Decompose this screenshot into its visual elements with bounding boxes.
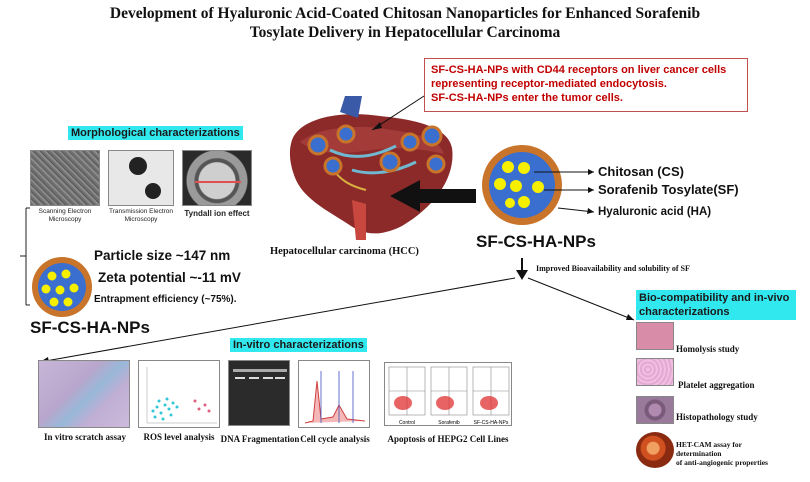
- sem-caption: Scanning Electron Microscopy: [38, 208, 92, 223]
- hcc-label: Hepatocellular carcinoma (HCC): [270, 246, 419, 257]
- tyndall-caption: Tyndall ion effect: [184, 209, 250, 218]
- apoptosis-caption: Apoptosis of HEPG2 Cell Lines: [387, 434, 509, 444]
- invivo-heading: Bio-compatibility and in-vivo characteri…: [636, 290, 796, 320]
- het-cam-image: [636, 432, 674, 468]
- tem-image: [108, 150, 174, 206]
- histopathology-caption: Histopathology study: [676, 412, 758, 422]
- particle-size-text: Particle size ~147 nm: [94, 248, 231, 263]
- het-cam-caption: HET-CAM assay for determination of anti-…: [676, 440, 768, 467]
- big-left-arrow: [390, 180, 476, 212]
- apoptosis-label-sorafenib: Sorafenib: [438, 420, 460, 426]
- entrapment-text: Entrapment efficiency (~75%).: [94, 294, 237, 305]
- ros-plot-image: [138, 360, 220, 428]
- apoptosis-plots-image: Control Sorafenib SF-CS-HA-NPs: [384, 362, 512, 426]
- center-nanoparticle: [482, 145, 562, 225]
- tyndall-image: [182, 150, 252, 206]
- dna-caption: DNA Fragmentation: [220, 434, 300, 444]
- endocytosis-note-line1: SF-CS-HA-NPs with CD44 receptors on live…: [431, 64, 727, 76]
- sem-image: [30, 150, 100, 206]
- endocytosis-note-line2: representing receptor-mediated endocytos…: [431, 78, 667, 90]
- apoptosis-label-control: Control: [399, 420, 415, 426]
- endocytosis-note-line3: SF-CS-HA-NPs enter the tumor cells.: [431, 92, 623, 104]
- chitosan-label: Chitosan (CS): [598, 164, 684, 179]
- platelet-image: [636, 358, 674, 386]
- zeta-potential-text: Zeta potential ~-11 mV: [98, 270, 241, 285]
- ros-caption: ROS level analysis: [143, 432, 215, 442]
- platelet-caption: Platelet aggregation: [678, 380, 755, 390]
- het-cam-caption-line3: of anti-angiogenic properties: [676, 458, 768, 467]
- invivo-heading-line1: Bio-compatibility and in-vivo: [639, 292, 790, 304]
- invitro-heading: In-vitro characterizations: [230, 338, 367, 352]
- hemolysis-caption: Homolysis study: [676, 344, 740, 354]
- scratch-assay-caption: In vitro scratch assay: [43, 432, 127, 442]
- liver-illustration: [289, 96, 453, 240]
- left-np-label: SF-CS-HA-NPs: [30, 318, 150, 337]
- endocytosis-note-box: SF-CS-HA-NPs with CD44 receptors on live…: [424, 58, 748, 112]
- sorafenib-label: Sorafenib Tosylate(SF): [598, 182, 739, 197]
- invivo-heading-line2: characterizations: [639, 306, 730, 318]
- bioavailability-label: Improved Bioavailability and solubility …: [536, 264, 690, 273]
- cell-cycle-image: [298, 360, 370, 428]
- center-np-label: SF-CS-HA-NPs: [476, 232, 596, 251]
- ha-label: Hyaluronic acid (HA): [598, 206, 712, 218]
- het-cam-caption-line1: HET-CAM assay for: [676, 440, 742, 449]
- hemolysis-image: [636, 322, 674, 350]
- page-title-line2: Tosylate Delivery in Hepatocellular Carc…: [249, 24, 561, 41]
- dna-gel-image: [228, 360, 290, 426]
- page-title-line1: Development of Hyaluronic Acid-Coated Ch…: [109, 5, 701, 22]
- cell-cycle-caption: Cell cycle analysis: [300, 434, 370, 444]
- scratch-assay-image: [38, 360, 130, 428]
- histopathology-image: [636, 396, 674, 424]
- morphological-heading: Morphological characterizations: [68, 126, 243, 140]
- het-cam-caption-line2: determination: [676, 449, 722, 458]
- left-nanoparticle: [32, 257, 92, 317]
- apoptosis-label-nps: SF-CS-HA-NPs: [474, 420, 509, 426]
- tem-caption: Transmission Electron Microscopy: [108, 208, 174, 223]
